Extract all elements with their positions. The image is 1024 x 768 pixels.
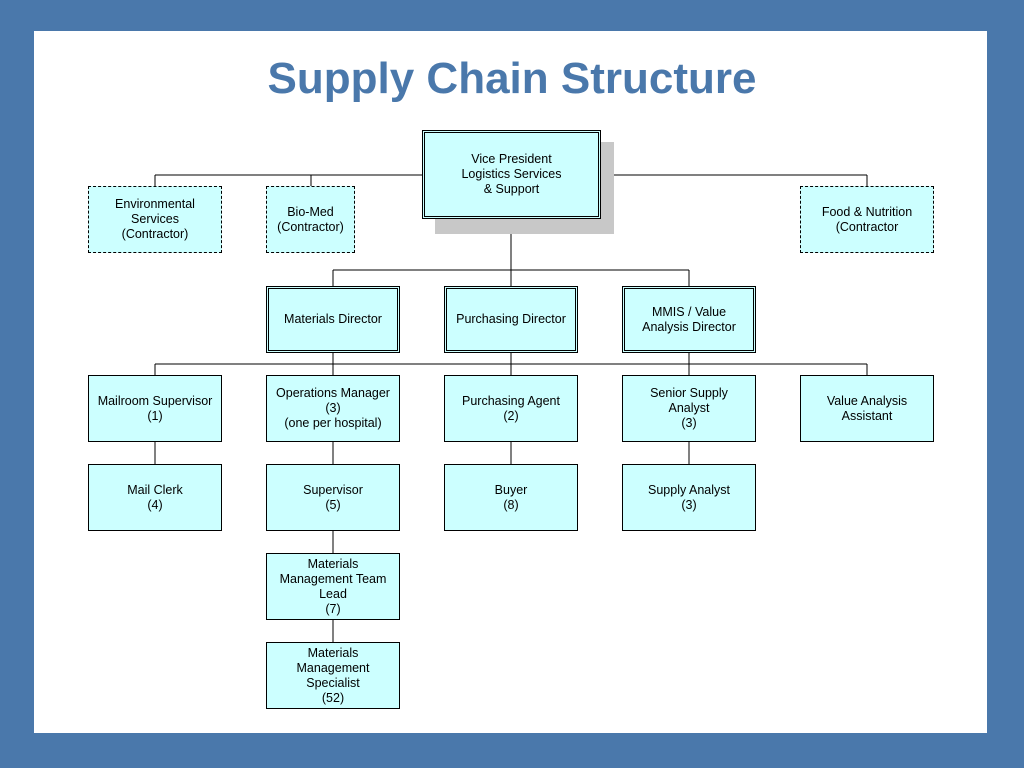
purchasing-agent-label: Purchasing Agent (2) (462, 393, 560, 423)
mailroom-supervisor-label: Mailroom Supervisor (1) (97, 393, 213, 423)
environmental-services-label: Environmental Services (Contractor) (115, 197, 195, 241)
food-nutrition-box: Food & Nutrition (Contractor (800, 186, 934, 253)
operations-manager-box: Operations Manager (3) (one per hospital… (266, 375, 400, 442)
specialist-label: Materials Management Specialist (52) (296, 645, 370, 705)
value-analysis-assistant-label: Value Analysis Assistant (826, 393, 908, 423)
mail-clerk-box: Mail Clerk (4) (88, 464, 222, 531)
purchasing-agent-box: Purchasing Agent (2) (444, 375, 578, 442)
mail-clerk-label: Mail Clerk (4) (127, 482, 183, 512)
mailroom-supervisor-box: Mailroom Supervisor (1) (88, 375, 222, 442)
food-nutrition-label: Food & Nutrition (Contractor (821, 204, 913, 234)
purchasing-director-box: Purchasing Director (444, 286, 578, 353)
environmental-services-box: Environmental Services (Contractor) (88, 186, 222, 253)
buyer-box: Buyer (8) (444, 464, 578, 531)
team-lead-label: Materials Management Team Lead (7) (279, 556, 387, 616)
materials-director-box: Materials Director (266, 286, 400, 353)
team-lead-box: Materials Management Team Lead (7) (266, 553, 400, 620)
biomed-label: Bio-Med (Contractor) (277, 204, 344, 234)
vp-label: Vice President Logistics Services & Supp… (461, 152, 562, 196)
senior-supply-analyst-label: Senior Supply Analyst (3) (650, 386, 728, 430)
supervisor-label: Supervisor (5) (303, 482, 363, 512)
value-analysis-assistant-box: Value Analysis Assistant (800, 375, 934, 442)
supply-analyst-label: Supply Analyst (3) (648, 482, 730, 512)
purchasing-director-label: Purchasing Director (456, 312, 566, 326)
senior-supply-analyst-box: Senior Supply Analyst (3) (622, 375, 756, 442)
mmis-director-label: MMIS / Value Analysis Director (642, 304, 736, 334)
materials-director-label: Materials Director (284, 312, 382, 326)
biomed-box: Bio-Med (Contractor) (266, 186, 355, 253)
slide-title: Supply Chain Structure (267, 54, 757, 103)
supervisor-box: Supervisor (5) (266, 464, 400, 531)
supply-analyst-box: Supply Analyst (3) (622, 464, 756, 531)
mmis-director-box: MMIS / Value Analysis Director (622, 286, 756, 353)
vp-box: Vice President Logistics Services & Supp… (422, 130, 601, 219)
operations-manager-label: Operations Manager (3) (one per hospital… (276, 386, 390, 430)
specialist-box: Materials Management Specialist (52) (266, 642, 400, 709)
buyer-label: Buyer (8) (494, 482, 528, 512)
